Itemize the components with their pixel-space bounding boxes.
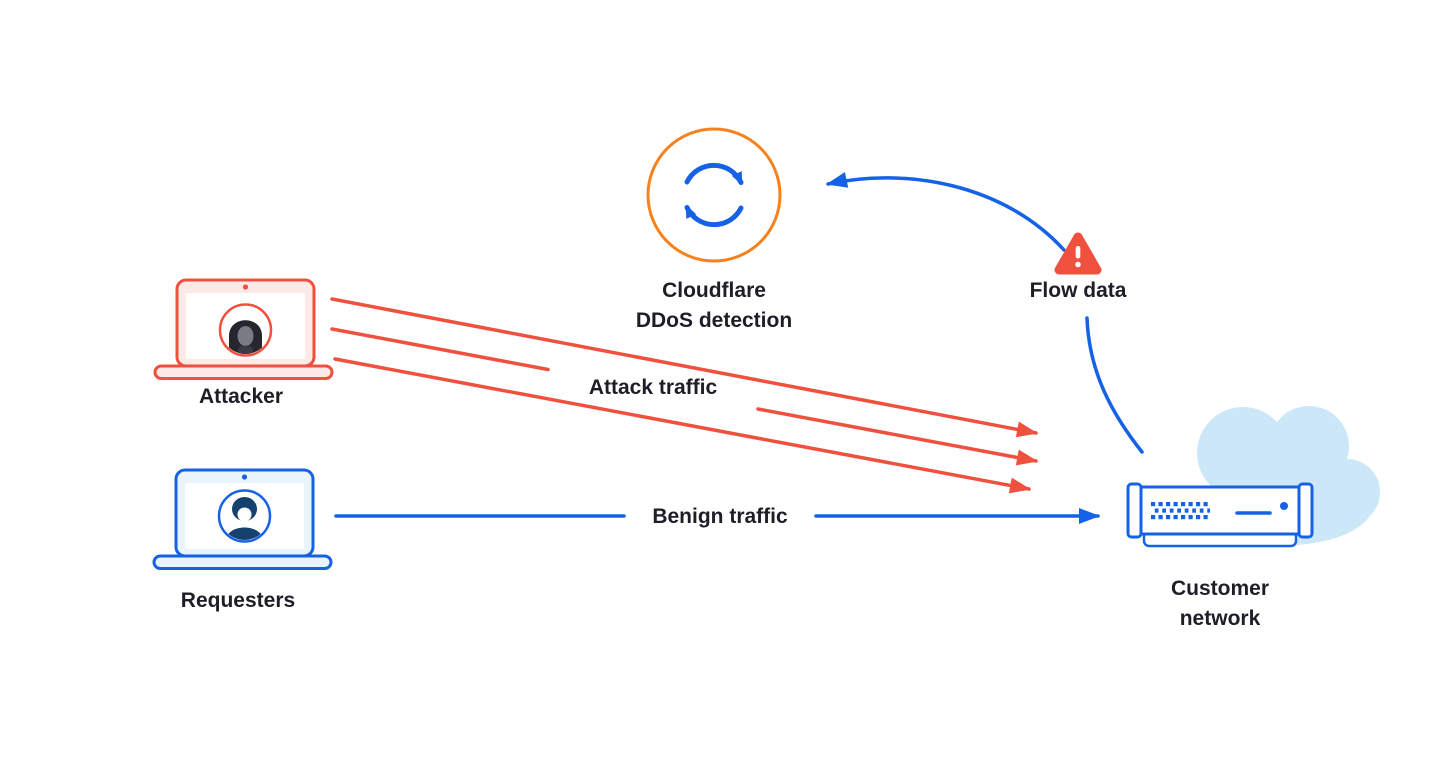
user-avatar-icon [226,497,263,540]
user-face [237,507,252,522]
requesters-camera-dot [241,474,248,480]
attacker-camera-dot [242,284,249,290]
requesters-node [152,468,333,570]
requesters-laptop-base [152,554,333,570]
attack-traffic-arrows [330,297,1038,494]
flow-curve-upper [826,172,1066,252]
attacker-laptop-base [153,364,334,380]
detection-label-line1: Cloudflare [662,279,766,302]
server-icon [1126,482,1314,548]
attack-arrow-2a [330,327,550,372]
server-left-cap [1126,482,1143,539]
requesters-laptop-icon [152,468,333,570]
warning-triangle-icon [1054,232,1102,275]
flow-data-arrows [826,172,1144,454]
server-led-grid [1151,502,1210,520]
attacker-laptop-icon [153,278,334,380]
attack-arrow-3 [333,357,1031,494]
flow-data-label: Flow data [1030,279,1127,302]
server-right-cap [1297,482,1314,539]
customer-network-label-line1: Customer [1171,577,1269,600]
attacker-label: Attacker [199,385,283,408]
requesters-label: Requesters [181,589,295,612]
user-shoulders [226,527,263,540]
server-power-dot [1280,502,1288,510]
exclamation-dot [1075,261,1081,268]
attack-traffic-label: Attack traffic [589,376,718,399]
refresh-arc-bottom [684,204,744,228]
ddos-detection-icon [646,127,782,263]
hacker-avatar-icon [229,320,262,354]
refresh-arc-top [684,162,744,186]
customer-network-label-line2: network [1180,607,1261,630]
attacker-node [153,278,334,380]
flow-curve-lower [1085,316,1144,454]
hacker-laptop-shape [238,345,253,354]
hacker-face [237,326,254,346]
exclamation-bar [1075,246,1081,259]
attack-arrow-1 [330,297,1038,438]
detection-label-line2: DDoS detection [636,309,792,332]
detection-ring [646,127,782,263]
refresh-cycle-icon [684,162,744,228]
benign-traffic-label: Benign traffic [652,505,788,528]
diagram-labels: Attacker Requesters Cloudflare DDoS dete… [181,279,1269,630]
attack-arrow-2b [756,407,1038,466]
